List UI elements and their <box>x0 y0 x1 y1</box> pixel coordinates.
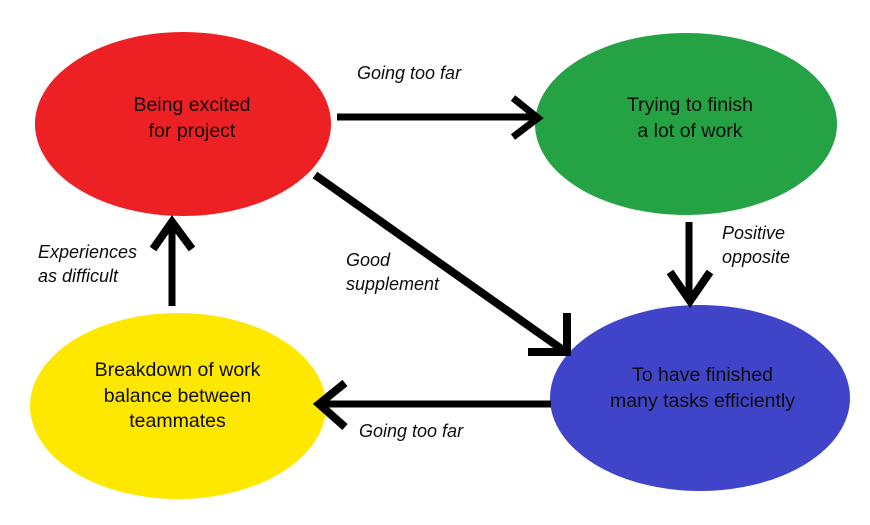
node-ellipse-trying-to-finish[interactable] <box>535 33 837 215</box>
node-ellipse-being-excited[interactable] <box>35 32 331 216</box>
arrowhead-up-to-excited <box>149 215 196 252</box>
edge-label-going-too-far-bottom: Going too far <box>359 421 464 441</box>
arrowhead-right-to-trying <box>510 95 544 140</box>
arrowhead-diagonal-to-finished <box>528 313 571 356</box>
edge-label-going-too-far-top: Going too far <box>357 63 462 83</box>
arrowhead-left-to-breakdown <box>312 379 348 430</box>
edge-excited-to-finished <box>312 171 571 356</box>
edge-label-positive-opposite: Positive opposite <box>722 223 791 268</box>
edge-excited-to-trying <box>337 95 544 140</box>
edge-trying-to-finished <box>666 222 714 309</box>
node-ellipse-to-have-finished[interactable] <box>550 305 850 491</box>
edge-breakdown-to-excited <box>149 215 196 306</box>
edge-finished-to-breakdown <box>312 379 551 430</box>
edge-line-excited-to-finished <box>312 171 566 354</box>
arrowhead-down-to-finished <box>666 269 714 309</box>
node-ellipse-breakdown-of-work[interactable] <box>30 313 326 499</box>
edge-label-good-supplement: Good supplement <box>346 250 440 295</box>
edge-label-experiences-as-difficult: Experiences as difficult <box>38 242 138 287</box>
